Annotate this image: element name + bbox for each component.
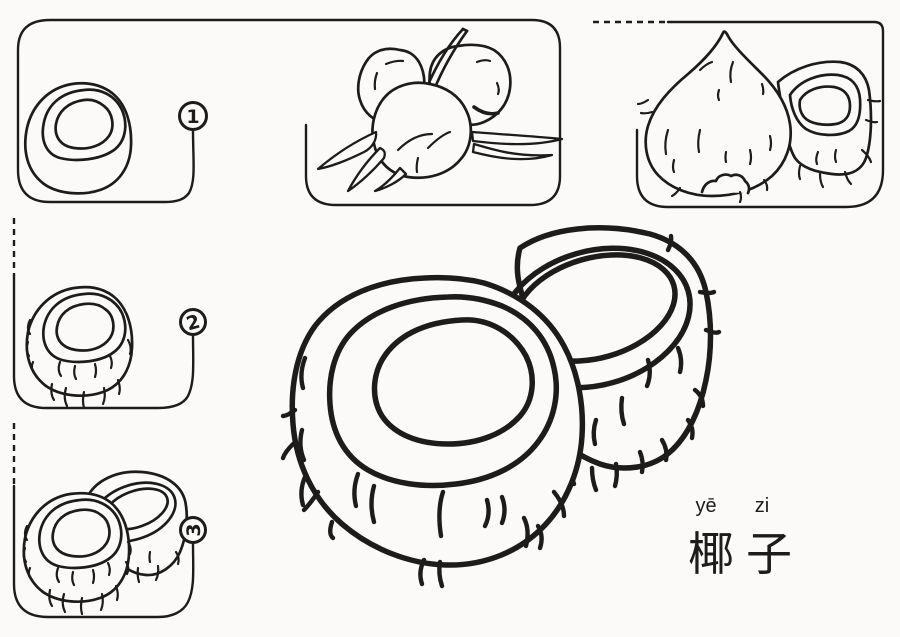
cluster-accent-marks <box>373 59 500 96</box>
step-2-panel-border <box>12 218 195 410</box>
cut-coconut-panel-border <box>593 20 885 209</box>
caption: yē zi 椰子 <box>688 495 804 581</box>
front-half-hairs <box>22 524 132 616</box>
front-half-flesh-ring <box>37 498 123 570</box>
coconut-cluster-drawing <box>316 27 564 193</box>
final-coconut-drawing <box>280 225 722 589</box>
cluster-front-crease <box>396 130 452 174</box>
front-half-hollow <box>371 317 535 447</box>
hanzi-word: 椰子 <box>688 527 804 581</box>
back-half-hairs <box>569 233 722 493</box>
coconut-hollow <box>54 98 114 150</box>
cluster-shadow-crease <box>472 105 500 116</box>
step-number: 3 <box>183 523 205 536</box>
step-1-coconut-drawing <box>23 81 133 195</box>
whole-coconut <box>644 30 793 198</box>
coconut-outer-shell <box>23 81 133 195</box>
pinyin-syllable-2: zi <box>755 495 769 517</box>
front-half-shell <box>289 274 586 568</box>
cut-half-hairs <box>797 98 882 189</box>
cut-half-rim <box>788 73 862 137</box>
step-3-panel-border <box>12 423 195 619</box>
step-1-and-cluster-panel-border <box>16 18 562 207</box>
cut-coconut-drawing <box>636 30 882 204</box>
step-number: 2 <box>184 311 202 336</box>
step-1-badge: 1 <box>178 101 208 131</box>
step-number-circle <box>179 516 207 544</box>
front-half-hollow <box>51 508 111 558</box>
front-half-flesh-ring <box>326 294 559 489</box>
front-half-hairs <box>280 355 567 589</box>
cluster-stem <box>425 27 469 92</box>
step-3-coconut-drawing <box>22 470 192 616</box>
coconut-flesh-ring <box>41 292 127 364</box>
step-number: 1 <box>186 106 199 128</box>
step-number-circle <box>179 308 207 336</box>
pinyin-syllable-1: yē <box>695 495 716 517</box>
whole-coconut-base-bump <box>700 173 751 195</box>
step-3-badge: 3 <box>179 516 207 544</box>
coconut-flesh-ring <box>41 88 127 162</box>
coconut-hairs <box>25 318 132 410</box>
whole-coconut-texture <box>636 60 773 204</box>
step-2-badge: 2 <box>179 308 207 336</box>
cut-half-hollow <box>798 85 852 127</box>
step-number-circle <box>178 101 208 131</box>
step-2-coconut-drawing <box>25 285 134 410</box>
cluster-front-coconut <box>371 81 473 180</box>
coconut-hollow <box>55 302 115 352</box>
cluster-leaves <box>316 130 564 193</box>
